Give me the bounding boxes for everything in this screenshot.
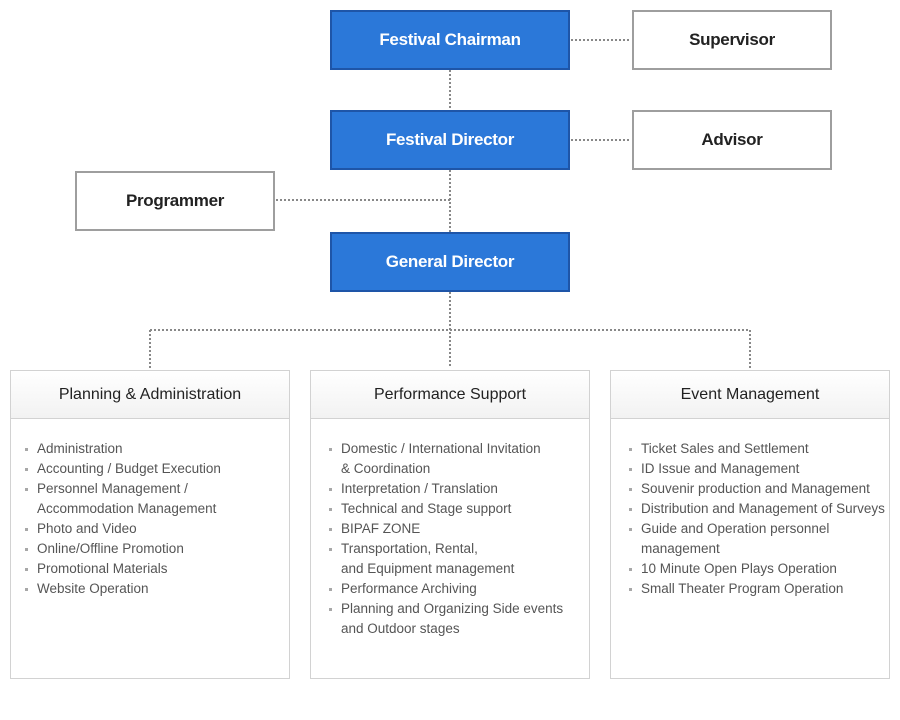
advisor-box: Advisor — [632, 110, 832, 170]
department-title: Event Management — [611, 371, 889, 419]
department-task-item: Interpretation / Translation — [329, 479, 579, 499]
festival-chairman-box: Festival Chairman — [330, 10, 570, 70]
department-performance-support: Performance Support Domestic / Internati… — [310, 370, 590, 679]
department-planning-administration: Planning & Administration Administration… — [10, 370, 290, 679]
department-task-item: BIPAF ZONE — [329, 519, 579, 539]
department-title: Performance Support — [311, 371, 589, 419]
supervisor-label: Supervisor — [689, 30, 775, 49]
task-text: Photo and Video — [37, 521, 137, 536]
task-text: & Coordination — [341, 461, 431, 476]
department-task-item: Transportation, Rental, and Equipment man… — [329, 539, 579, 579]
task-text: Small Theater Program Operation — [641, 581, 844, 596]
task-text: Administration — [37, 441, 123, 456]
department-task-item: Distribution and Management of Surveys — [629, 499, 885, 519]
department-task-item: Administration — [25, 439, 279, 459]
task-text: Online/Offline Promotion — [37, 541, 184, 556]
task-text: ID Issue and Management — [641, 461, 800, 476]
task-text: Performance Archiving — [341, 581, 477, 596]
department-task-item: Performance Archiving — [329, 579, 579, 599]
department-task-item: ID Issue and Management — [629, 459, 885, 479]
task-text: Transportation, Rental, — [341, 541, 478, 556]
department-task-item: Online/Offline Promotion — [25, 539, 279, 559]
task-text: Website Operation — [37, 581, 149, 596]
department-task-item: Ticket Sales and Settlement — [629, 439, 885, 459]
department-task-item: Souvenir production and Management — [629, 479, 885, 499]
task-text: Souvenir production and Management — [641, 481, 870, 496]
programmer-box: Programmer — [75, 171, 275, 231]
task-text: BIPAF ZONE — [341, 521, 421, 536]
task-text: and Equipment management — [341, 561, 515, 576]
department-task-item: Photo and Video — [25, 519, 279, 539]
festival-director-box: Festival Director — [330, 110, 570, 170]
programmer-label: Programmer — [125, 191, 225, 210]
department-task-item: 10 Minute Open Plays Operation — [629, 559, 885, 579]
task-text: 10 Minute Open Plays Operation — [641, 561, 837, 576]
task-text: Guide and Operation personnel — [641, 521, 830, 536]
festival-director-label: Festival Director — [385, 130, 515, 149]
festival-chairman-label: Festival Chairman — [379, 30, 521, 49]
task-text: Distribution and Management of Surveys — [641, 501, 885, 516]
department-task-item: Promotional Materials — [25, 559, 279, 579]
task-text: Accounting / Budget Execution — [37, 461, 221, 476]
advisor-label: Advisor — [701, 130, 763, 149]
department-task-item: Technical and Stage support — [329, 499, 579, 519]
department-task-item: Small Theater Program Operation — [629, 579, 885, 599]
supervisor-box: Supervisor — [632, 10, 832, 70]
task-text: Planning and Organizing Side events — [341, 601, 564, 616]
department-event-management: Event Management Ticket Sales and Settle… — [610, 370, 890, 679]
task-text: management — [641, 541, 720, 556]
department-task-list: Domestic / International Invitation & Coo… — [311, 419, 589, 639]
department-task-item: Planning and Organizing Side events and O… — [329, 599, 579, 639]
task-text: Interpretation / Translation — [341, 481, 498, 496]
general-director-box: General Director — [330, 232, 570, 292]
task-text: Personnel Management / — [37, 481, 188, 496]
department-task-item: Accounting / Budget Execution — [25, 459, 279, 479]
task-text: Accommodation Management — [37, 501, 217, 516]
department-task-item: Website Operation — [25, 579, 279, 599]
task-text: Promotional Materials — [37, 561, 168, 576]
department-task-item: Domestic / International Invitation & Coo… — [329, 439, 579, 479]
department-title: Planning & Administration — [11, 371, 289, 419]
department-task-list: Ticket Sales and Settlement ID Issue and … — [611, 419, 889, 599]
task-text: Technical and Stage support — [341, 501, 512, 516]
department-task-item: Guide and Operation personnel management — [629, 519, 885, 559]
department-task-item: Personnel Management / Accommodation Mana… — [25, 479, 279, 519]
task-text: Domestic / International Invitation — [341, 441, 541, 456]
task-text: Ticket Sales and Settlement — [641, 441, 809, 456]
task-text: and Outdoor stages — [341, 621, 460, 636]
general-director-label: General Director — [385, 252, 515, 271]
